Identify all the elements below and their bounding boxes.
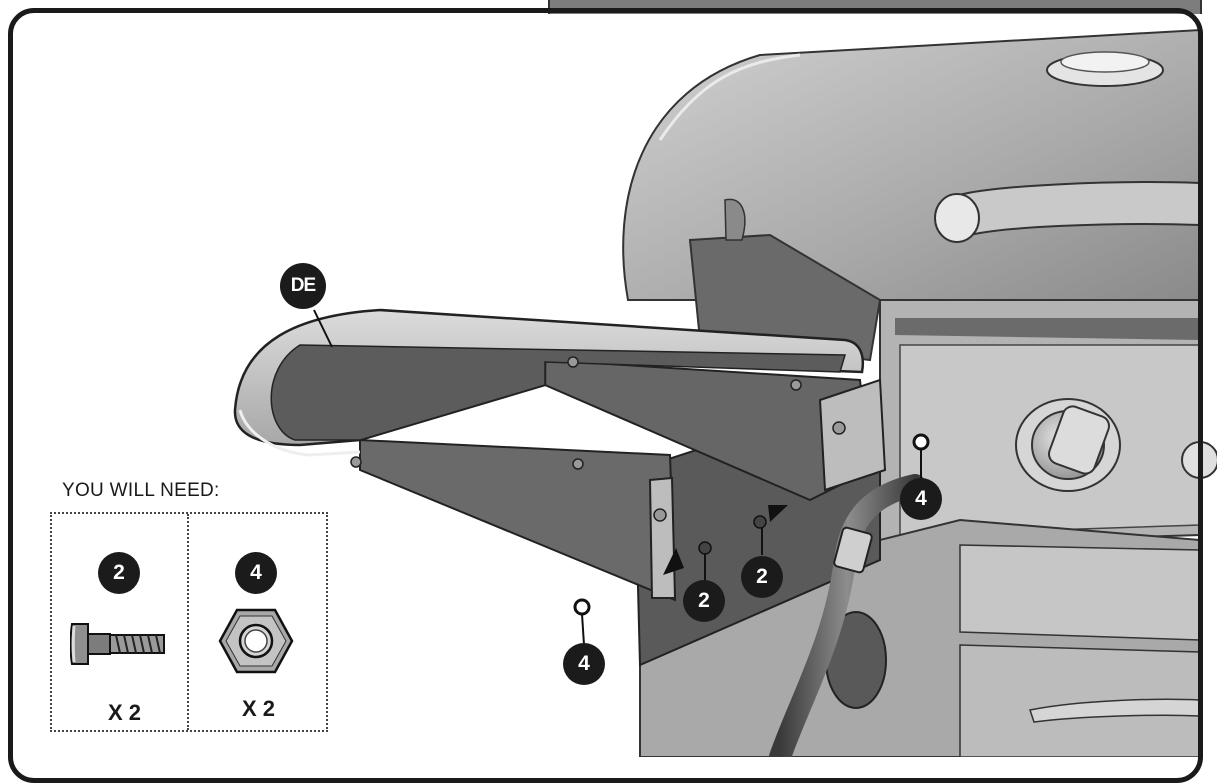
nut-callout: 4 [563,643,605,685]
grill-body [622,28,1217,757]
gas-hose [769,474,926,757]
part-number-badge: 2 [98,552,140,594]
part-label-callout: DE [280,263,326,309]
part-number-badge: 4 [235,552,277,594]
parts-needed-box [50,512,328,732]
bolt-callout: 2 [741,556,783,598]
bolt-icon [70,623,165,665]
side-shelf [233,308,930,616]
part-quantity: X 2 [108,700,142,725]
hex-nut-icon [218,608,294,674]
part-quantity: X 2 [242,696,276,721]
grill-side-shelf-illustration [233,28,1217,757]
nut-callout: 4 [900,478,942,520]
parts-needed-title: YOU WILL NEED: [62,480,220,501]
parts-divider [187,514,189,730]
bolt-callout: 2 [683,580,725,622]
callout-leaders [313,309,922,646]
